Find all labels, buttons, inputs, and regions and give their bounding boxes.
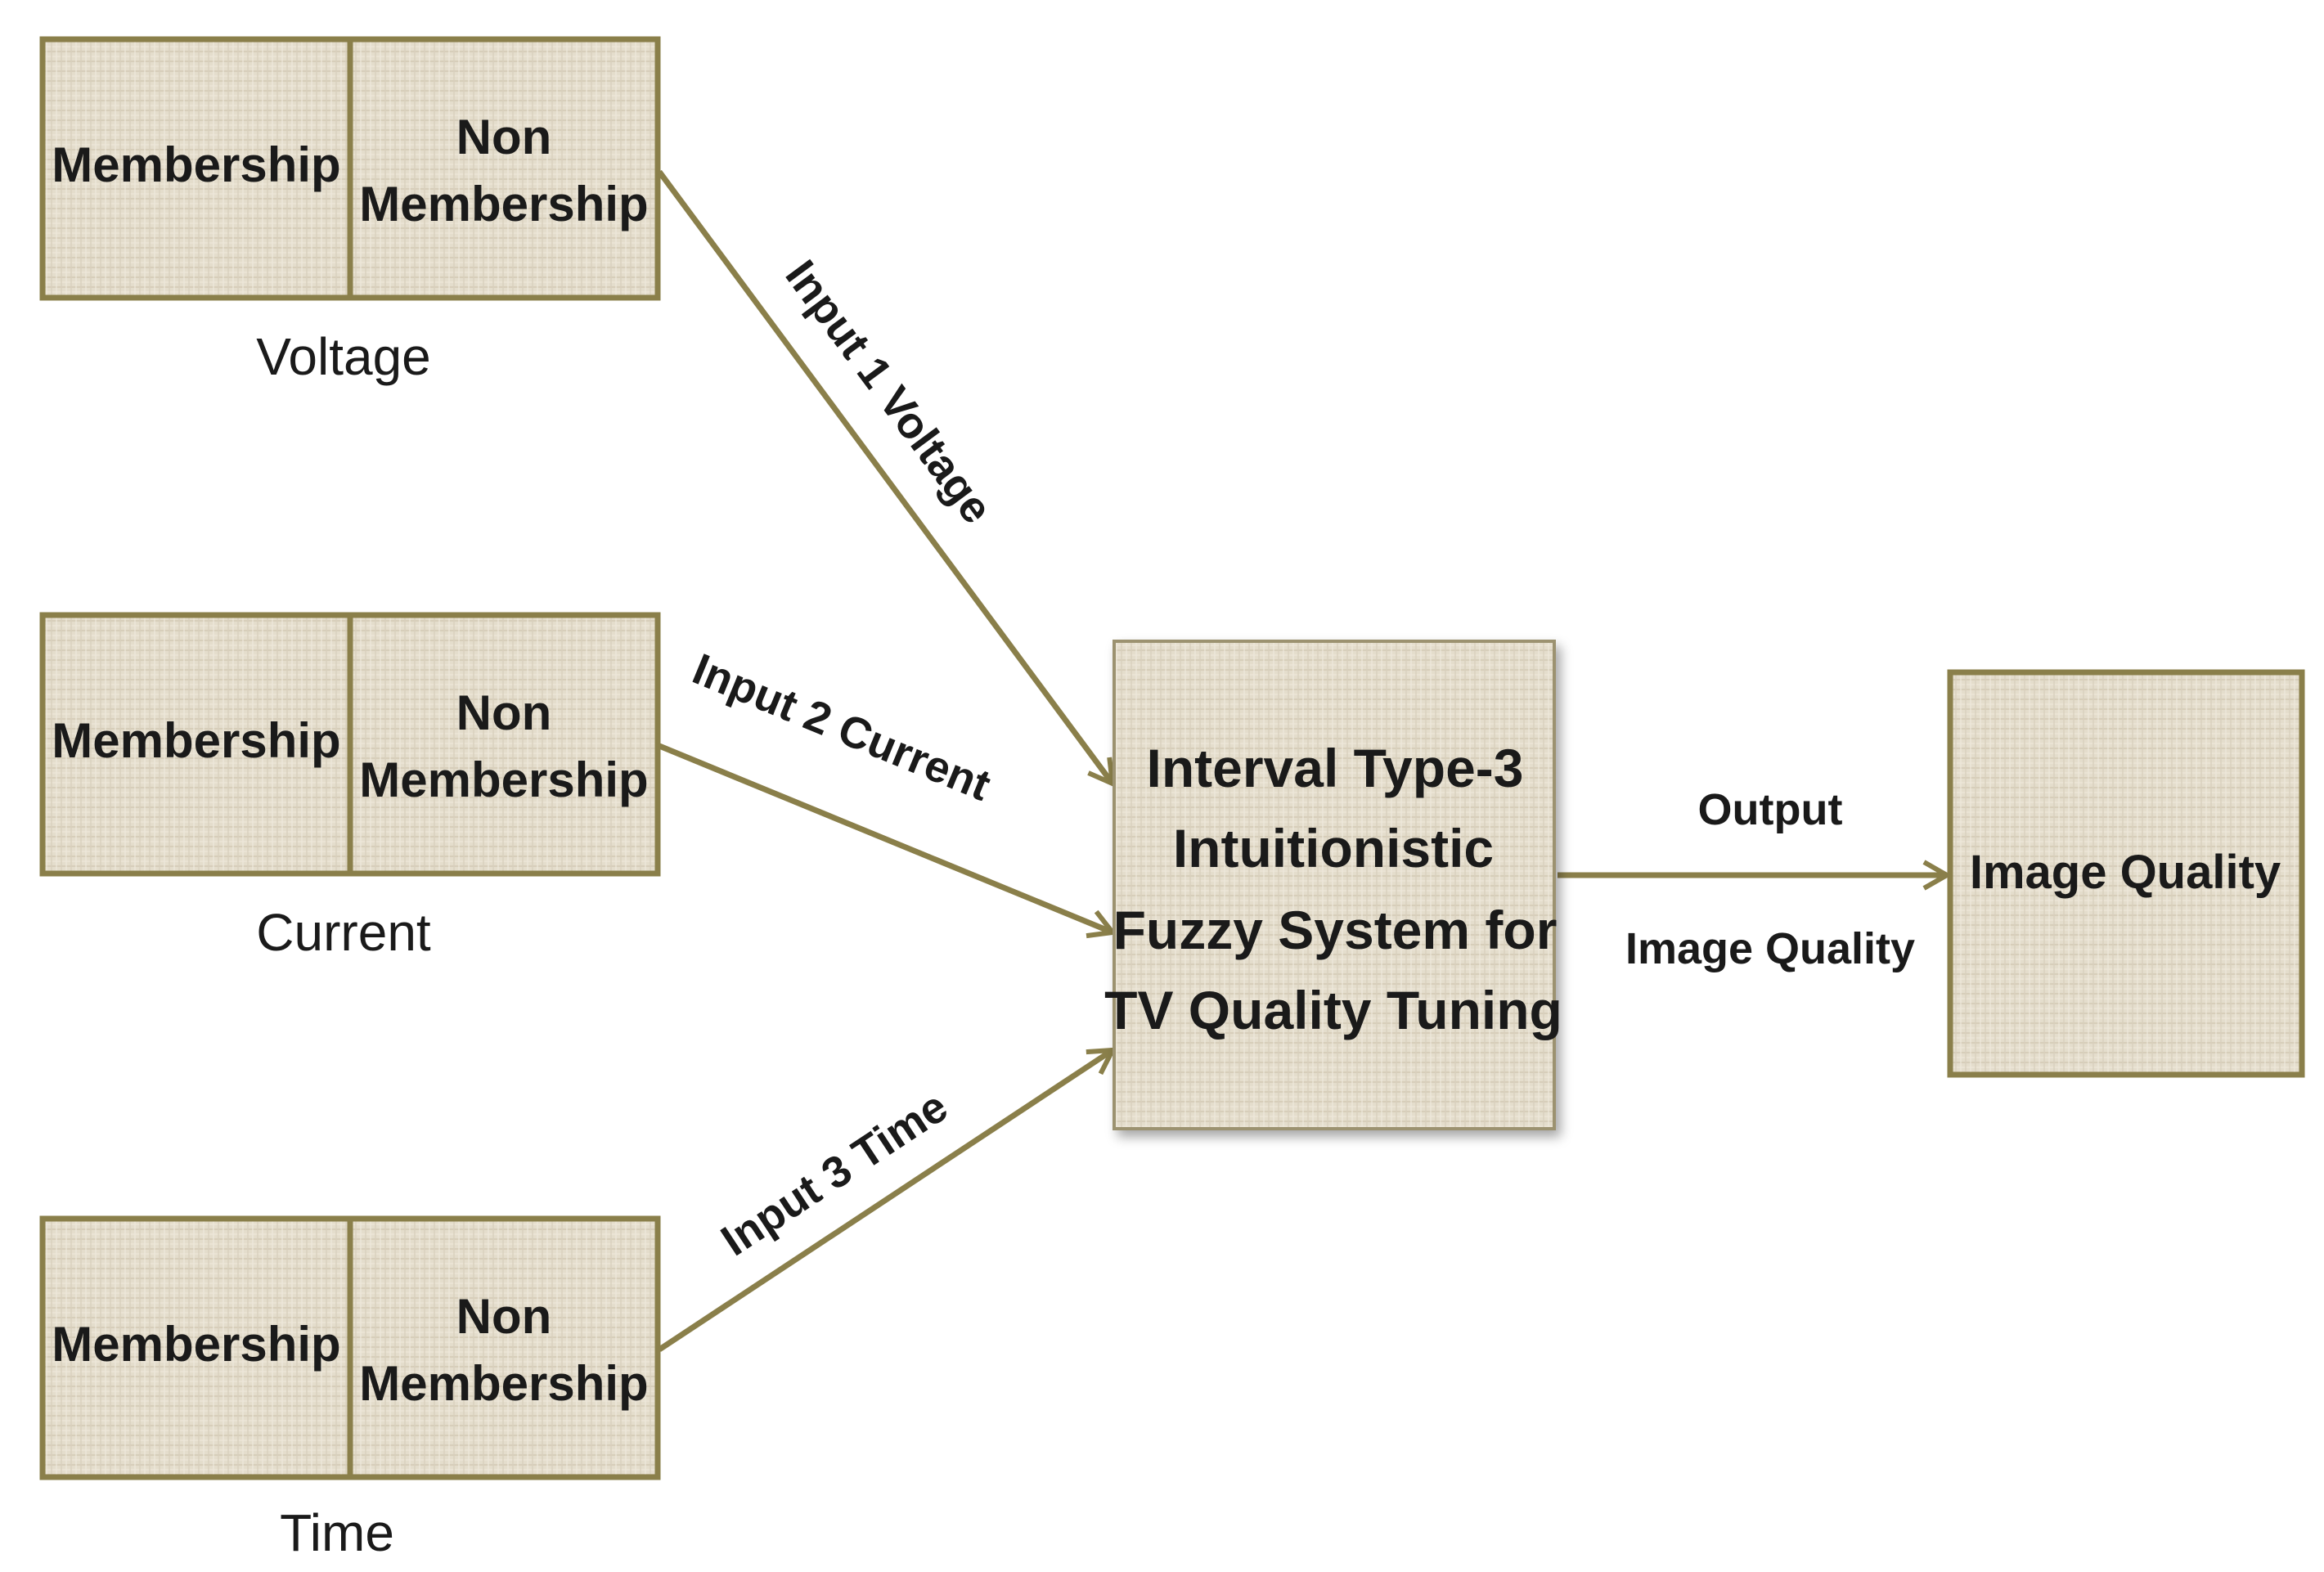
current-non-label-line2: Membership [359, 752, 648, 807]
time-non-label-line1: Non [456, 1289, 552, 1344]
time-membership-box [39, 1215, 353, 1480]
input-time-group: Membership Non Membership Time [39, 1215, 661, 1562]
arrow-input2-current [658, 743, 1113, 932]
current-non-membership-box [347, 612, 661, 877]
fuzzy-system-group: Interval Type-3 Intuitionistic Fuzzy Sys… [1104, 640, 1562, 1130]
arrow-input3-time [658, 1050, 1113, 1352]
voltage-membership-box [39, 36, 353, 301]
current-membership-box [39, 612, 353, 877]
arrow-input1-voltage [657, 169, 1113, 784]
output-group: Image Quality [1947, 669, 2305, 1078]
edge-label-input1: Input 1 Voltage [775, 252, 1001, 533]
system-title-line2: Intuitionistic [1173, 818, 1494, 878]
voltage-non-label-line1: Non [456, 110, 552, 164]
input-voltage-group: Membership Non Membership Voltage [39, 36, 661, 386]
image-quality-box [1947, 669, 2305, 1078]
output-label-top: Output [1698, 785, 1843, 834]
image-quality-label: Image Quality [1970, 846, 2281, 899]
fuzzy-system-box [1113, 640, 1556, 1130]
current-non-label-line1: Non [456, 685, 552, 740]
voltage-non-membership-box [347, 36, 661, 301]
voltage-non-label-line2: Membership [359, 177, 648, 231]
system-title-line4: TV Quality Tuning [1104, 980, 1562, 1040]
time-membership-label: Membership [52, 1317, 340, 1372]
time-non-membership-box [347, 1215, 661, 1480]
system-title-line3: Fuzzy System for [1113, 900, 1558, 960]
output-label-bottom: Image Quality [1625, 924, 1915, 973]
input-current-group: Membership Non Membership Current [39, 612, 661, 962]
current-membership-label: Membership [52, 713, 340, 768]
voltage-caption: Voltage [256, 327, 431, 386]
system-title-line1: Interval Type-3 [1147, 738, 1524, 798]
edge-label-input3: Input 3 Time [712, 1082, 956, 1266]
edge-label-input2: Input 2 Current [686, 645, 998, 811]
time-caption: Time [280, 1503, 394, 1562]
current-caption: Current [256, 903, 431, 962]
voltage-membership-label: Membership [52, 137, 340, 192]
time-non-label-line2: Membership [359, 1356, 648, 1411]
